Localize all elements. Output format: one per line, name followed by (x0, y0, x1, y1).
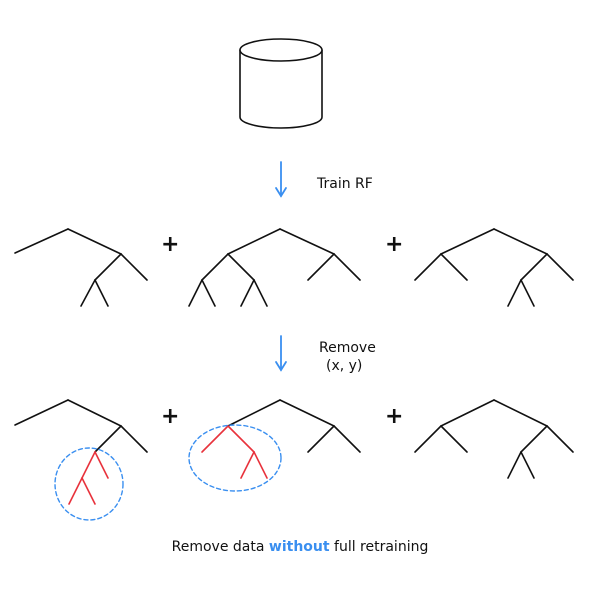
train-step-label: Train RF (317, 176, 373, 192)
plus-operator: + (385, 404, 404, 429)
plus-operator: + (161, 404, 180, 429)
removed-branch (68, 451, 109, 505)
remove-step-label: Remove (319, 340, 376, 356)
remove-step-sample: (x, y) (326, 358, 363, 374)
highlight-ring (54, 447, 124, 521)
updated-tree-3 (414, 399, 574, 479)
updated-tree-1 (14, 399, 148, 521)
highlight-ring (188, 424, 282, 492)
plus-operator: + (385, 232, 404, 257)
caption-highlight: without (268, 539, 330, 555)
plus-operator: + (161, 232, 180, 257)
tree-1 (14, 228, 148, 307)
down-arrow-icon (275, 335, 287, 372)
caption: Remove data without full retraining (0, 538, 600, 556)
tree-2 (188, 228, 361, 307)
tree-3 (414, 228, 574, 307)
caption-text: full retraining (329, 539, 429, 555)
database-cylinder-icon (239, 38, 323, 129)
down-arrow-icon (275, 161, 287, 198)
removed-branch (201, 425, 268, 479)
caption-text: Remove data (171, 539, 269, 555)
updated-tree-2 (188, 399, 361, 492)
